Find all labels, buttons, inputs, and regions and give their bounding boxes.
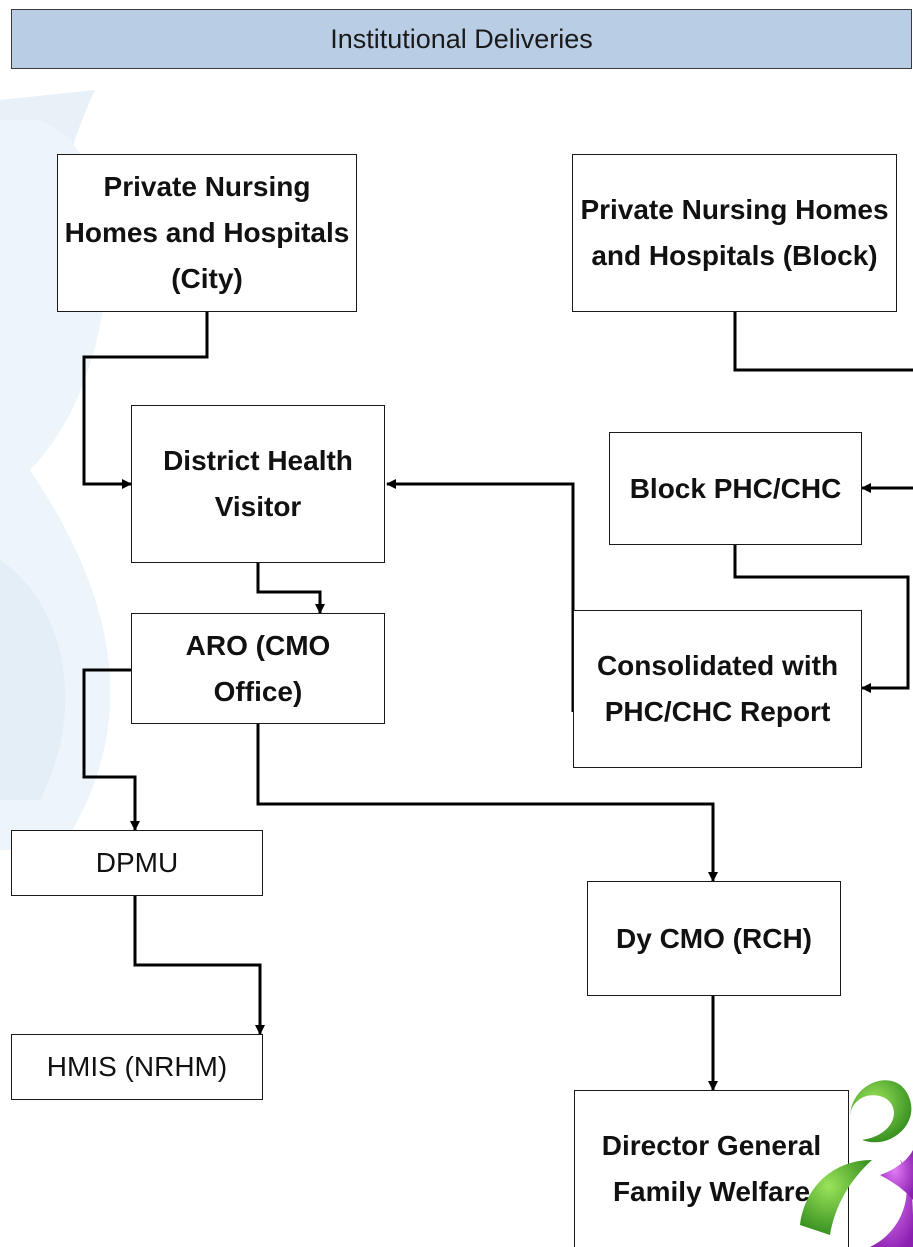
diagram-title-bar: Institutional Deliveries [11,9,912,69]
node-dy-cmo-rch: Dy CMO (RCH) [587,881,841,996]
connector-dpmu-to-hmis [133,896,265,1035]
node-block-phc-chc: Block PHC/CHC [609,432,862,545]
node-hmis-nrhm: HMIS (NRHM) [11,1034,263,1100]
connector-aro-to-dycmo [256,724,718,882]
node-private-block: Private Nursing Homes and Hospitals (Blo… [572,154,897,312]
connector-block-to-right [733,312,913,372]
node-aro-cmo-office: ARO (CMO Office) [131,613,385,724]
connector-block-phc-to-consolidated [733,545,910,693]
node-private-city: Private Nursing Homes and Hospitals (Cit… [57,154,357,312]
diagram-title: Institutional Deliveries [330,23,593,54]
connector-dhv-to-aro [256,563,325,614]
connector-aro-to-dpmu [82,668,140,831]
node-director-general: Director General Family Welfare [574,1090,849,1247]
node-consolidated-report: Consolidated with PHC/CHC Report [573,610,862,768]
connector-city-to-dhv [82,312,209,489]
node-dpmu: DPMU [11,830,263,896]
node-district-health-visitor: District Health Visitor [131,405,385,563]
